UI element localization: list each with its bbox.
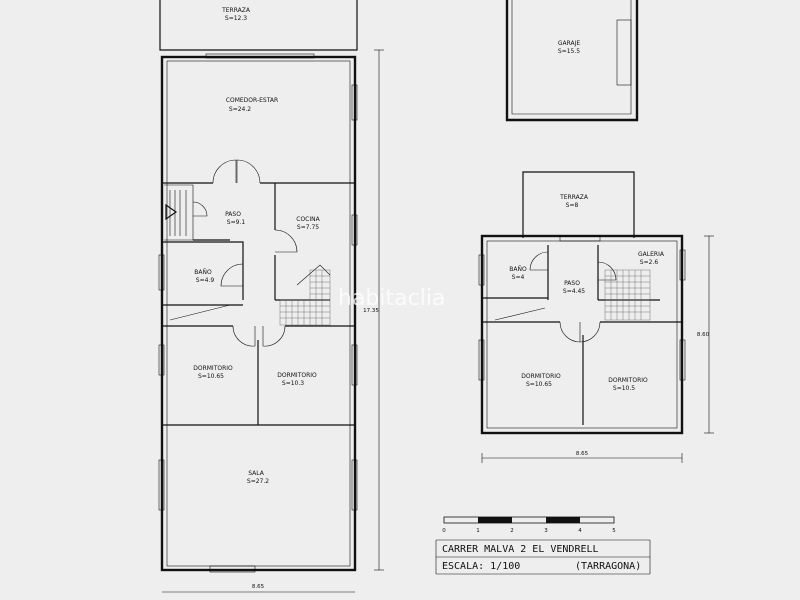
room-area: S=27.2 xyxy=(247,478,269,485)
dim-ground-width: 8.65 xyxy=(252,584,265,590)
garage xyxy=(505,0,639,122)
ground-floor-outline xyxy=(160,55,357,572)
terrace-top xyxy=(159,0,358,51)
room-name: TERRAZA xyxy=(221,7,251,14)
room-area: S=4.9 xyxy=(196,277,215,284)
room-name: DORMITORIO xyxy=(521,373,561,380)
room-area: S=2.6 xyxy=(640,259,659,266)
title-scale: ESCALA: 1/100 xyxy=(442,561,520,572)
room-area: S=8 xyxy=(566,202,579,209)
dim-ground-height: 17.35 xyxy=(363,308,379,314)
dimension-labels: 17.35 8.65 8.60 8.65 xyxy=(252,308,710,590)
ground-height-dimension xyxy=(374,49,384,571)
room-area: S=10.65 xyxy=(198,373,224,380)
upper-width-dimension xyxy=(481,453,683,463)
scale-tick: 4 xyxy=(578,528,582,534)
stairs xyxy=(164,184,208,241)
title-block: CARRER MALVA 2 EL VENDRELL ESCALA: 1/100… xyxy=(435,539,651,575)
scale-ticks: 0 1 2 3 4 5 xyxy=(442,528,616,534)
room-labels: TERRAZA S=12.3 COMEDOR-ESTAR S=24.2 PASO… xyxy=(193,7,665,485)
scale-tick: 5 xyxy=(612,528,616,534)
upper-height-dimension xyxy=(704,235,714,434)
room-area: S=7.75 xyxy=(297,224,319,231)
scale-bar xyxy=(443,516,615,524)
room-area: S=12.3 xyxy=(225,15,247,22)
room-name: TERRAZA xyxy=(559,194,589,201)
room-name: DORMITORIO xyxy=(277,372,317,379)
room-name: DORMITORIO xyxy=(193,365,233,372)
galeria-grid xyxy=(604,269,651,321)
scale-tick: 1 xyxy=(476,528,480,534)
room-area: S=10.3 xyxy=(282,380,304,387)
dim-upper-height: 8.60 xyxy=(697,332,710,338)
title-address: CARRER MALVA 2 EL VENDRELL xyxy=(442,544,599,555)
room-name: BAÑO xyxy=(194,269,212,276)
room-area: S=10.65 xyxy=(526,381,552,388)
scale-tick: 2 xyxy=(510,528,514,534)
scale-tick: 3 xyxy=(544,528,548,534)
room-area: S=24.2 xyxy=(229,106,251,113)
dim-upper-width: 8.65 xyxy=(576,451,589,457)
room-name: GALERIA xyxy=(638,251,665,258)
room-area: S=4.45 xyxy=(563,288,585,295)
room-name: SALA xyxy=(248,470,265,477)
side-windows xyxy=(158,84,358,573)
room-name: COMEDOR-ESTAR xyxy=(226,97,278,104)
window xyxy=(205,53,315,59)
title-province: (TARRAGONA) xyxy=(575,561,641,572)
room-area: S=10.5 xyxy=(613,385,635,392)
room-name: GARAJE xyxy=(558,40,581,47)
room-area: S=4 xyxy=(512,274,525,281)
room-name: BAÑO xyxy=(509,266,527,273)
room-name: COCINA xyxy=(296,216,320,223)
room-name: DORMITORIO xyxy=(608,377,648,384)
room-name: PASO xyxy=(564,280,580,287)
scale-tick: 0 xyxy=(442,528,446,534)
watermark: habitaclia xyxy=(338,286,445,311)
upper-terrace xyxy=(522,171,635,238)
room-name: PASO xyxy=(225,211,241,218)
room-area: S=15.5 xyxy=(558,48,580,55)
kitchen-counter xyxy=(279,264,331,326)
room-area: S=9.1 xyxy=(227,219,246,226)
